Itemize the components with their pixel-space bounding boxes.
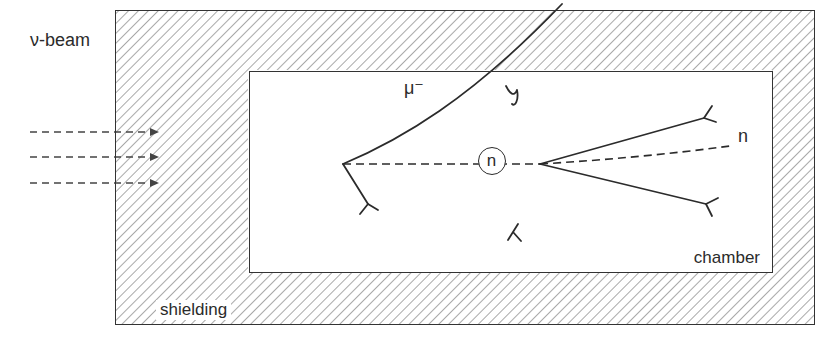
shielding-block: shielding chamber n [115,10,815,325]
neutron-circle: n [478,147,506,175]
node-text: n [487,151,496,171]
beam-arrows [30,132,158,183]
muon-label: μ⁻ [404,78,424,99]
node-text: shielding [156,300,231,320]
beam-label: ν-beam [30,30,90,51]
chamber-box: chamber n [249,71,773,273]
shielding-hatch [115,10,815,325]
node-text: chamber [694,248,760,268]
chamber-interior [248,70,772,272]
particle-tracks [343,4,718,241]
neutron-label: n [738,126,748,147]
neutron-tracks [343,146,730,164]
